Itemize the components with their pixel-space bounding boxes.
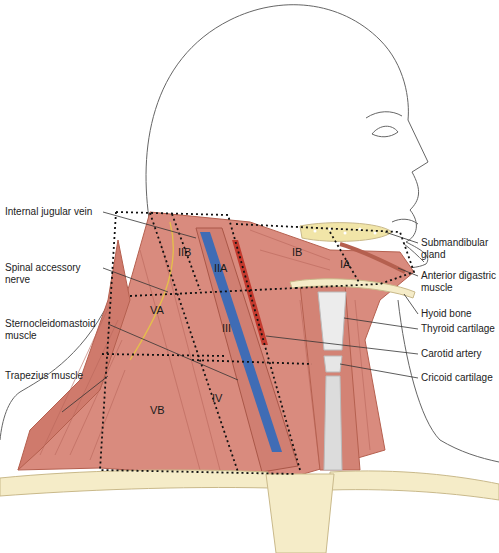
leader-line	[344, 318, 418, 329]
clavicle	[330, 471, 499, 500]
neck-muscles	[18, 212, 414, 475]
leader-line	[103, 212, 196, 238]
part-label: Thyroid cartilage	[421, 323, 497, 335]
part-label: Spinal accessory nerve	[5, 262, 100, 286]
part-label: Hyoid bone	[421, 308, 497, 320]
shoulder-outline	[398, 300, 499, 462]
level-number: IB	[292, 246, 302, 258]
part-label: Trapezius muscle	[5, 370, 105, 382]
leader-line	[108, 324, 238, 380]
trachea	[324, 376, 342, 470]
eye	[372, 126, 398, 137]
thyroid-cartilage	[318, 292, 346, 350]
level-number: IA	[340, 258, 350, 270]
anterior-digastric	[340, 244, 405, 272]
leader-line	[385, 232, 418, 243]
part-label: Internal jugular vein	[5, 206, 100, 218]
level-number: VB	[150, 404, 165, 416]
sternocleidomastoid	[196, 228, 298, 472]
eyebrow	[366, 112, 402, 118]
part-label: Cricoid cartilage	[421, 372, 497, 384]
carotid-artery	[232, 240, 268, 345]
leader-line	[103, 268, 168, 292]
spinal-accessory-nerve	[130, 222, 173, 360]
sternum	[266, 474, 334, 553]
level-number: IIA	[214, 262, 227, 274]
level-boundaries	[100, 212, 414, 474]
leader-line	[266, 336, 418, 354]
mouth	[392, 219, 418, 224]
level-number: III	[222, 322, 231, 334]
part-label: Carotid artery	[421, 348, 497, 360]
leader-line	[404, 294, 418, 314]
level-number: VA	[150, 304, 164, 316]
level-number: IV	[212, 392, 222, 404]
strap-muscles	[300, 285, 360, 470]
clavicle	[0, 470, 270, 496]
leader-line	[340, 364, 418, 378]
internal-jugular-vein	[200, 232, 282, 452]
part-label: Anterior digastric muscle	[421, 270, 497, 294]
leader-line	[62, 376, 108, 412]
part-label: Sternocleidomastoid muscle	[5, 318, 105, 342]
leader-line	[398, 268, 418, 276]
level-number: IIB	[178, 246, 191, 258]
hyoid-bone	[290, 279, 415, 298]
cricoid-cartilage	[324, 356, 342, 372]
submandibular-gland	[300, 223, 392, 242]
part-label: Submandibular gland	[421, 237, 497, 261]
